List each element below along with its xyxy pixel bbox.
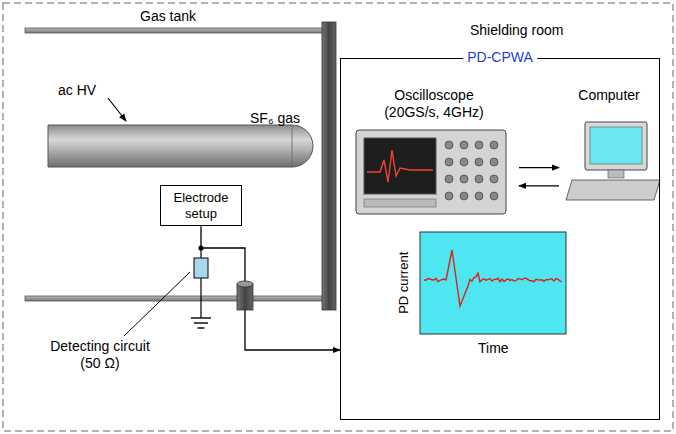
- wire: [200, 278, 201, 318]
- instrument-group: Oscilloscope (20GS/s, 4GHz): [351, 87, 517, 217]
- ground-symbol: [198, 327, 205, 328]
- junction-dot: [198, 245, 203, 250]
- part-name: Gas tank: [140, 8, 196, 25]
- oscilloscope-body: [356, 130, 506, 214]
- leader-line: [124, 272, 190, 336]
- connector: [519, 185, 559, 186]
- connector: [519, 167, 559, 168]
- computer-stand: [608, 170, 624, 178]
- axis-label: Time: [478, 340, 509, 357]
- process-box: Electrode setup: [160, 185, 242, 226]
- tank-flange: [322, 22, 336, 310]
- area-name: Shielding room: [470, 22, 563, 39]
- system-box: PD-CPWAOscilloscope (20GS/s, 4GHz)Comput…: [340, 58, 660, 420]
- detecting-impedance: [194, 258, 208, 278]
- part-name: Detecting circuit (50 Ω): [40, 338, 160, 372]
- pd-current-plot: [420, 232, 566, 334]
- axis-label: PD current: [396, 252, 412, 314]
- computer-keyboard: [566, 180, 660, 200]
- oscilloscope-knobs: [445, 141, 498, 200]
- coax-connector-top: [237, 281, 253, 287]
- ground-symbol: [191, 317, 211, 318]
- computer-screen: [590, 127, 642, 164]
- box-heading: PD-CPWA: [463, 49, 537, 66]
- signal-name: ac HV: [58, 82, 96, 99]
- box-label: Electrode setup: [161, 188, 241, 223]
- computer-monitor: [585, 122, 647, 170]
- ground-symbol: [194, 322, 208, 323]
- oscilloscope-buttons: [364, 199, 436, 207]
- instrument-group: Computer: [561, 87, 657, 212]
- connector: [201, 226, 340, 350]
- instrument-label: Computer: [564, 87, 654, 104]
- pd-current-waveform: [424, 250, 562, 306]
- instrument-label: Oscilloscope (20GS/s, 4GHz): [375, 87, 493, 121]
- hv-arrow: [108, 98, 126, 121]
- gas-label: SF₆ gas: [250, 110, 300, 127]
- hv-conductor: [48, 125, 313, 167]
- oscilloscope-screen: [364, 138, 436, 194]
- conductor-cap-line: [292, 126, 293, 166]
- tank-bottom-wall: [25, 296, 323, 301]
- shielding-room-outline: [3, 3, 673, 431]
- oscilloscope-trace: [367, 150, 433, 182]
- coax-connector: [237, 284, 253, 310]
- tank-top-wall: [25, 28, 323, 33]
